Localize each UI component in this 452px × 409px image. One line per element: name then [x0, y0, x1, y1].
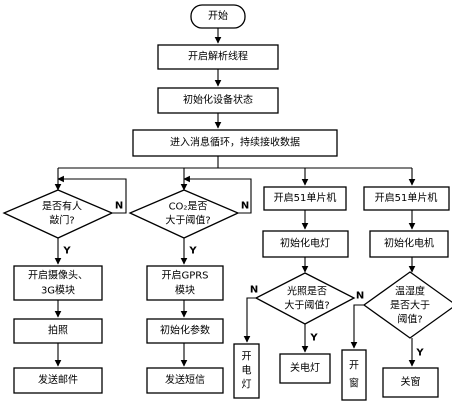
node-mcu-right: 开启51单片机 — [363, 186, 450, 211]
decision-humidity-line1: 温湿度 — [395, 285, 425, 298]
node-window-close: 关窗 — [382, 367, 439, 398]
node-init-light: 初始化电灯 — [262, 230, 349, 258]
node-window-close-label: 关窗 — [401, 375, 421, 388]
node-send-mail: 发送邮件 — [13, 367, 103, 394]
decision-door-line2: 敲门? — [49, 214, 74, 227]
node-camera-3g: 开启摄像头、 3G模块 — [13, 265, 103, 301]
arrow-co-no-loop — [183, 175, 252, 214]
arrow-light-no — [243, 297, 256, 343]
decision-door-yes-label: Y — [62, 246, 71, 257]
node-mcu-right-label: 开启51单片机 — [375, 191, 438, 204]
node-mcu-left: 开启51单片机 — [263, 186, 347, 211]
node-gprs-line1: 开启GPRS — [161, 269, 208, 282]
node-init-light-label: 初始化电灯 — [280, 237, 330, 250]
node-light-on-char3: 灯 — [242, 379, 252, 391]
node-mcu-left-label: 开启51单片机 — [274, 191, 337, 204]
node-camera-3g-line1: 开启摄像头、 — [28, 269, 88, 282]
node-init-fan-label: 初始化电机 — [384, 237, 434, 250]
decision-humidity-yes-label: Y — [415, 348, 424, 359]
node-parse-thread: 开启解析线程 — [157, 44, 279, 70]
decision-co-line1: CO₂是否 — [169, 201, 208, 213]
decision-humidity-no-label: N — [356, 291, 364, 302]
decision-humidity-line3: 阈值? — [397, 313, 422, 326]
node-send-sms: 发送短信 — [146, 367, 224, 394]
arrow-humidity-no — [350, 304, 364, 349]
node-light-off: 关电灯 — [279, 353, 331, 384]
decision-light-no-label: N — [250, 285, 258, 296]
decision-door: 是否有人 敲门? — [2, 189, 114, 239]
node-send-sms-label: 发送短信 — [165, 373, 205, 386]
decision-co: CO₂是否 大于阈值? — [128, 189, 240, 239]
node-window-open-char1: 开 — [349, 361, 359, 372]
decision-light: 光照是否 大于阈值? — [254, 272, 356, 325]
node-init-params-label: 初始化参数 — [160, 324, 210, 337]
node-window-open-char2: 窗 — [349, 377, 359, 390]
node-light-on-char1: 开 — [242, 352, 252, 363]
node-init-params: 初始化参数 — [146, 318, 224, 344]
node-start: 开始 — [190, 4, 246, 29]
arrow-door-no-loop — [57, 175, 127, 214]
node-photo-label: 拍照 — [48, 324, 68, 337]
node-window-open: 开 窗 — [341, 349, 367, 401]
connectors — [54, 28, 416, 367]
node-camera-3g-line2: 3G模块 — [41, 285, 75, 297]
decision-co-yes-label: Y — [188, 246, 197, 257]
node-photo: 拍照 — [13, 318, 103, 344]
node-parse-thread-label: 开启解析线程 — [188, 50, 248, 63]
decision-co-line2: 大于阈值? — [165, 214, 210, 227]
node-init-device: 初始化设备状态 — [157, 87, 279, 114]
node-init-device-label: 初始化设备状态 — [183, 93, 253, 106]
node-send-mail-label: 发送邮件 — [38, 373, 78, 386]
decision-humidity-line2: 是否大于 — [390, 299, 430, 312]
decision-humidity: 温湿度 是否大于 阈值? — [362, 271, 452, 339]
decision-door-no-label: N — [115, 201, 123, 212]
node-message-loop: 进入消息循环，持续接收数据 — [132, 129, 338, 157]
decision-co-no-label: N — [241, 201, 249, 212]
node-gprs-line2: 模块 — [175, 285, 195, 297]
node-light-on: 开 电 灯 — [233, 343, 260, 399]
node-init-fan: 初始化电机 — [369, 230, 449, 258]
decision-light-line1: 光照是否 — [287, 285, 327, 298]
decision-door-line1: 是否有人 — [42, 200, 82, 213]
decision-light-yes-label: Y — [309, 333, 318, 344]
node-light-on-char2: 电 — [242, 364, 252, 377]
node-light-off-label: 关电灯 — [290, 361, 320, 374]
node-message-loop-label: 进入消息循环，持续接收数据 — [170, 136, 300, 149]
node-start-label: 开始 — [208, 9, 228, 22]
node-gprs: 开启GPRS 模块 — [146, 265, 224, 301]
decision-light-line2: 大于阈值? — [284, 299, 329, 312]
